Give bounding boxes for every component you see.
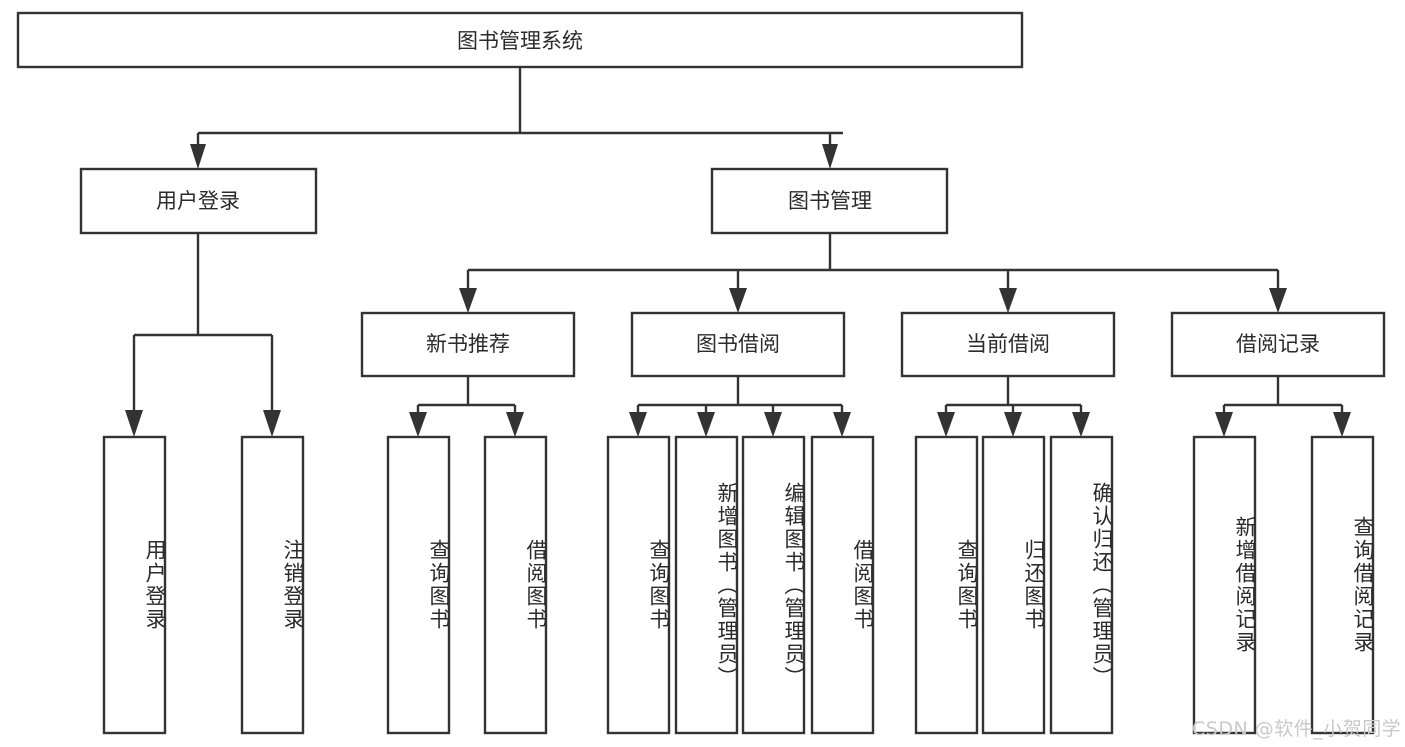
node-leaf-new-book-1[interactable] [386, 435, 451, 735]
arrow-head-leaf-current-borrow-2 [1004, 412, 1022, 437]
arrow-head-book-manage [822, 144, 838, 169]
node-borrow-record[interactable] [1170, 311, 1386, 378]
node-current-borrow-label: 当前借阅 [966, 332, 1050, 356]
node-leaf-user-login-1[interactable] [102, 435, 167, 735]
arrow-head-current-borrow [999, 288, 1017, 313]
arrow-head-leaf-user-login-2 [263, 410, 281, 437]
node-book-borrow-label: 图书借阅 [696, 332, 780, 356]
node-new-book-recommend[interactable] [360, 311, 576, 378]
arrow-head-book-borrow [729, 288, 747, 313]
node-leaf-current-borrow-3[interactable] [1049, 435, 1114, 735]
arrow-head-leaf-current-borrow-3 [1072, 412, 1090, 437]
arrow-head-borrow-record [1269, 288, 1287, 313]
node-leaf-current-borrow-2[interactable] [981, 435, 1046, 735]
arrow-head-leaf-user-login-1 [125, 410, 143, 437]
node-book-manage-label: 图书管理 [788, 189, 872, 213]
arrow-head-new-book [459, 288, 477, 313]
node-group: 图书管理系统 用户登录 图书管理 新书推荐 图书借阅 当前借阅 借阅记录 [16, 11, 1386, 735]
watermark-text: CSDN @软件_小贺同学 [1192, 718, 1402, 740]
arrow-head-leaf-borrow-record-2 [1333, 412, 1351, 437]
node-leaf-user-login-2[interactable] [240, 435, 305, 735]
node-new-book-recommend-label: 新书推荐 [426, 332, 510, 356]
arrow-head-leaf-current-borrow-1 [937, 412, 955, 437]
node-leaf-borrow-record-1[interactable] [1192, 435, 1257, 735]
node-leaf-borrow-record-2[interactable] [1310, 435, 1375, 735]
node-root[interactable] [16, 11, 1024, 69]
arrow-head-leaf-book-borrow-1 [629, 412, 647, 437]
arrow-head-leaf-book-borrow-4 [833, 412, 851, 437]
node-user-login-label: 用户登录 [156, 189, 240, 213]
node-leaf-book-borrow-1[interactable] [606, 435, 671, 735]
node-leaf-book-borrow-2[interactable] [674, 435, 739, 735]
node-leaf-book-borrow-4[interactable] [810, 435, 875, 735]
node-book-borrow[interactable] [630, 311, 846, 378]
arrow-head-leaf-book-borrow-2 [697, 412, 715, 437]
node-borrow-record-label: 借阅记录 [1236, 332, 1320, 356]
node-root-label: 图书管理系统 [457, 29, 583, 53]
node-leaf-current-borrow-1[interactable] [914, 435, 979, 735]
arrow-head-leaf-book-borrow-3 [764, 412, 782, 437]
node-leaf-new-book-2[interactable] [483, 435, 548, 735]
arrow-head-leaf-new-book-1 [409, 412, 427, 437]
node-book-manage[interactable] [710, 167, 949, 235]
node-current-borrow[interactable] [900, 311, 1116, 378]
node-leaf-book-borrow-3[interactable] [741, 435, 806, 735]
arrow-head-leaf-new-book-2 [506, 412, 524, 437]
arrow-head-user-login [190, 144, 206, 169]
node-user-login[interactable] [79, 167, 318, 235]
arrow-head-leaf-borrow-record-1 [1215, 412, 1233, 437]
connector-group [125, 67, 1351, 437]
